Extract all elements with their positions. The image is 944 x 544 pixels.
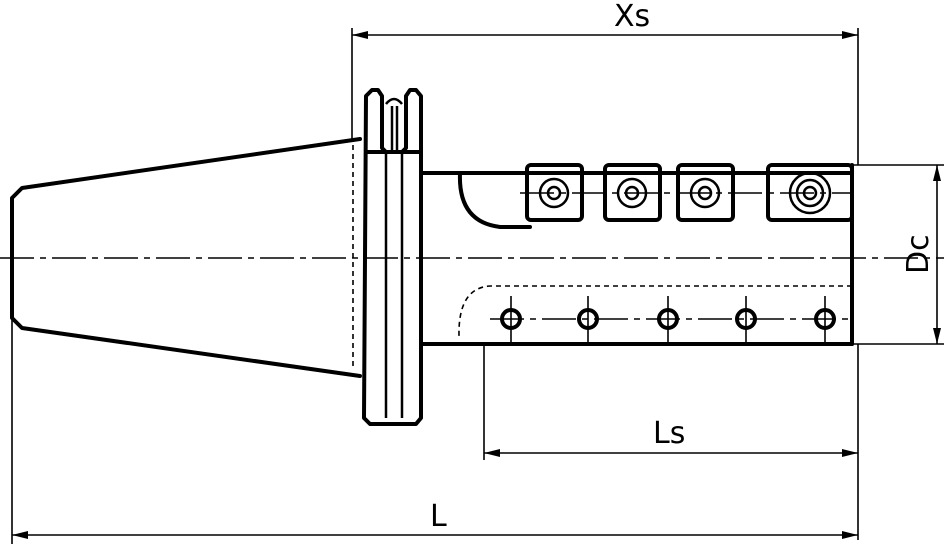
label-ls: Ls [653,416,685,451]
cutter-body [419,163,854,346]
insert-lower-3 [657,296,679,344]
dimension-xs [351,28,859,165]
label-l: L [430,499,447,534]
dimension-l [11,318,858,544]
insert-lower-5 [814,296,836,344]
insert-lower-4 [735,296,757,344]
dimension-dc [852,164,944,345]
label-xs: Xs [614,0,650,34]
flange [362,88,423,426]
dimension-ls [483,344,859,540]
insert-lower-2 [577,296,599,344]
label-dc: Dc [901,234,936,274]
insert-lower-1 [500,296,522,344]
lower-flute [458,285,852,337]
